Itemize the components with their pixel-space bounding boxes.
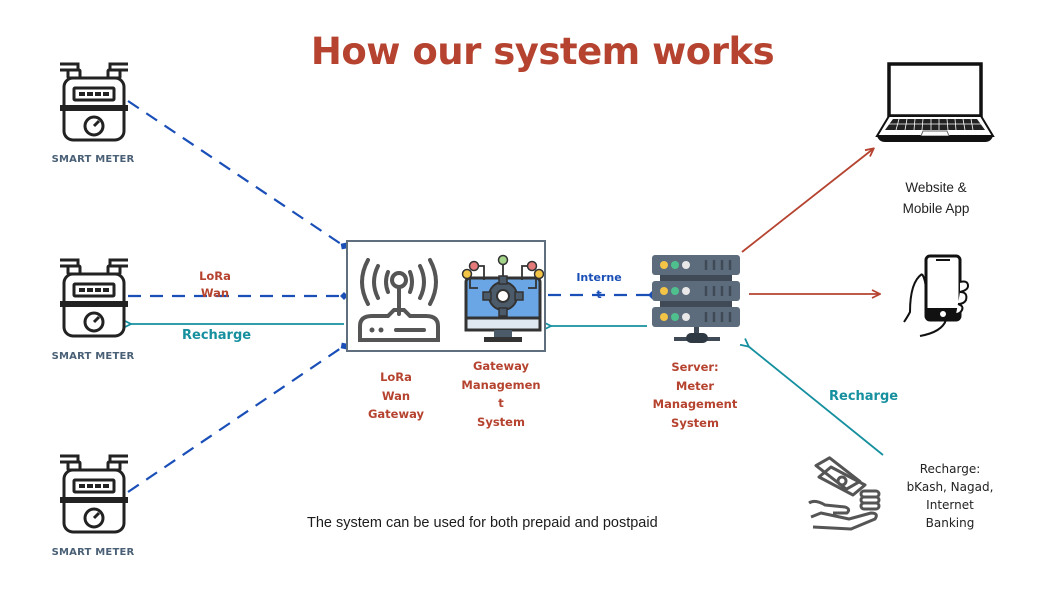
wireless-router-icon — [358, 258, 440, 342]
gas-meter-icon — [60, 454, 128, 534]
server-label: Server: Meter Management System — [645, 358, 745, 432]
payment-line-1: Recharge: — [919, 462, 981, 476]
server-rack-icon — [652, 255, 740, 343]
meter-label-2: SMART METER — [51, 351, 135, 362]
lora-link-meter-3 — [127, 342, 348, 493]
laptop-icon — [875, 62, 995, 142]
internet-line-2: t — [596, 288, 602, 301]
server-line-1: Server: — [671, 360, 719, 374]
lora-wan-link-label: LoRa Wan — [190, 268, 240, 302]
server-line-2: Meter — [675, 378, 715, 393]
payment-recharge-link — [748, 346, 884, 456]
payment-line-4: Banking — [925, 516, 975, 530]
smart-meter-1 — [58, 56, 130, 150]
meter-label-3: SMART METER — [51, 547, 135, 558]
internet-line-1: Interne — [576, 271, 622, 284]
smart-meter-3 — [58, 448, 130, 542]
lora-gateway-line-3: Gateway — [367, 407, 425, 421]
gas-meter-icon — [60, 62, 128, 142]
app-label-line-1: Website & — [905, 180, 967, 195]
recharge-label-right: Recharge — [829, 389, 899, 404]
gear-monitor-icon — [461, 254, 544, 342]
payment-line-3: Internet — [926, 498, 974, 512]
lora-gateway-line-2: Wan — [381, 388, 411, 403]
gateway-mgmt-line-1: Gateway — [472, 359, 530, 373]
lora-link-meter-1 — [127, 100, 348, 250]
internet-link-label: Interne t — [570, 269, 628, 303]
gateway-mgmt-line-4: System — [477, 414, 525, 429]
lora-wan-line-2: Wan — [200, 286, 230, 300]
app-label: Website & Mobile App — [880, 177, 992, 219]
gateway-mgmt-label: Gateway Managemen t System — [456, 357, 546, 431]
server-to-laptop-link — [741, 149, 873, 253]
gateway-mgmt-line-3: t — [498, 396, 504, 410]
page-title: How our system works — [310, 30, 775, 73]
meter-label-1: SMART METER — [51, 154, 135, 165]
money-hand-icon — [808, 456, 881, 531]
server-line-4: System — [671, 415, 719, 430]
smart-meter-2 — [58, 252, 130, 346]
app-label-line-2: Mobile App — [902, 201, 970, 216]
lora-gateway-label: LoRa Wan Gateway — [356, 368, 436, 424]
gas-meter-icon — [60, 258, 128, 338]
footer-note: The system can be used for both prepaid … — [307, 515, 658, 531]
gateway-box — [346, 240, 546, 352]
payment-line-2: bKash, Nagad, — [906, 480, 994, 494]
lora-wan-line-1: LoRa — [199, 269, 231, 283]
recharge-label-left: Recharge — [182, 328, 252, 343]
gateway-mgmt-line-2: Managemen — [461, 377, 541, 392]
lora-gateway-line-1: LoRa — [380, 370, 412, 384]
server-line-3: Management — [652, 397, 738, 411]
payment-label: Recharge: bKash, Nagad, Internet Banking — [898, 460, 1002, 532]
smartphone-hand-icon — [903, 254, 970, 337]
